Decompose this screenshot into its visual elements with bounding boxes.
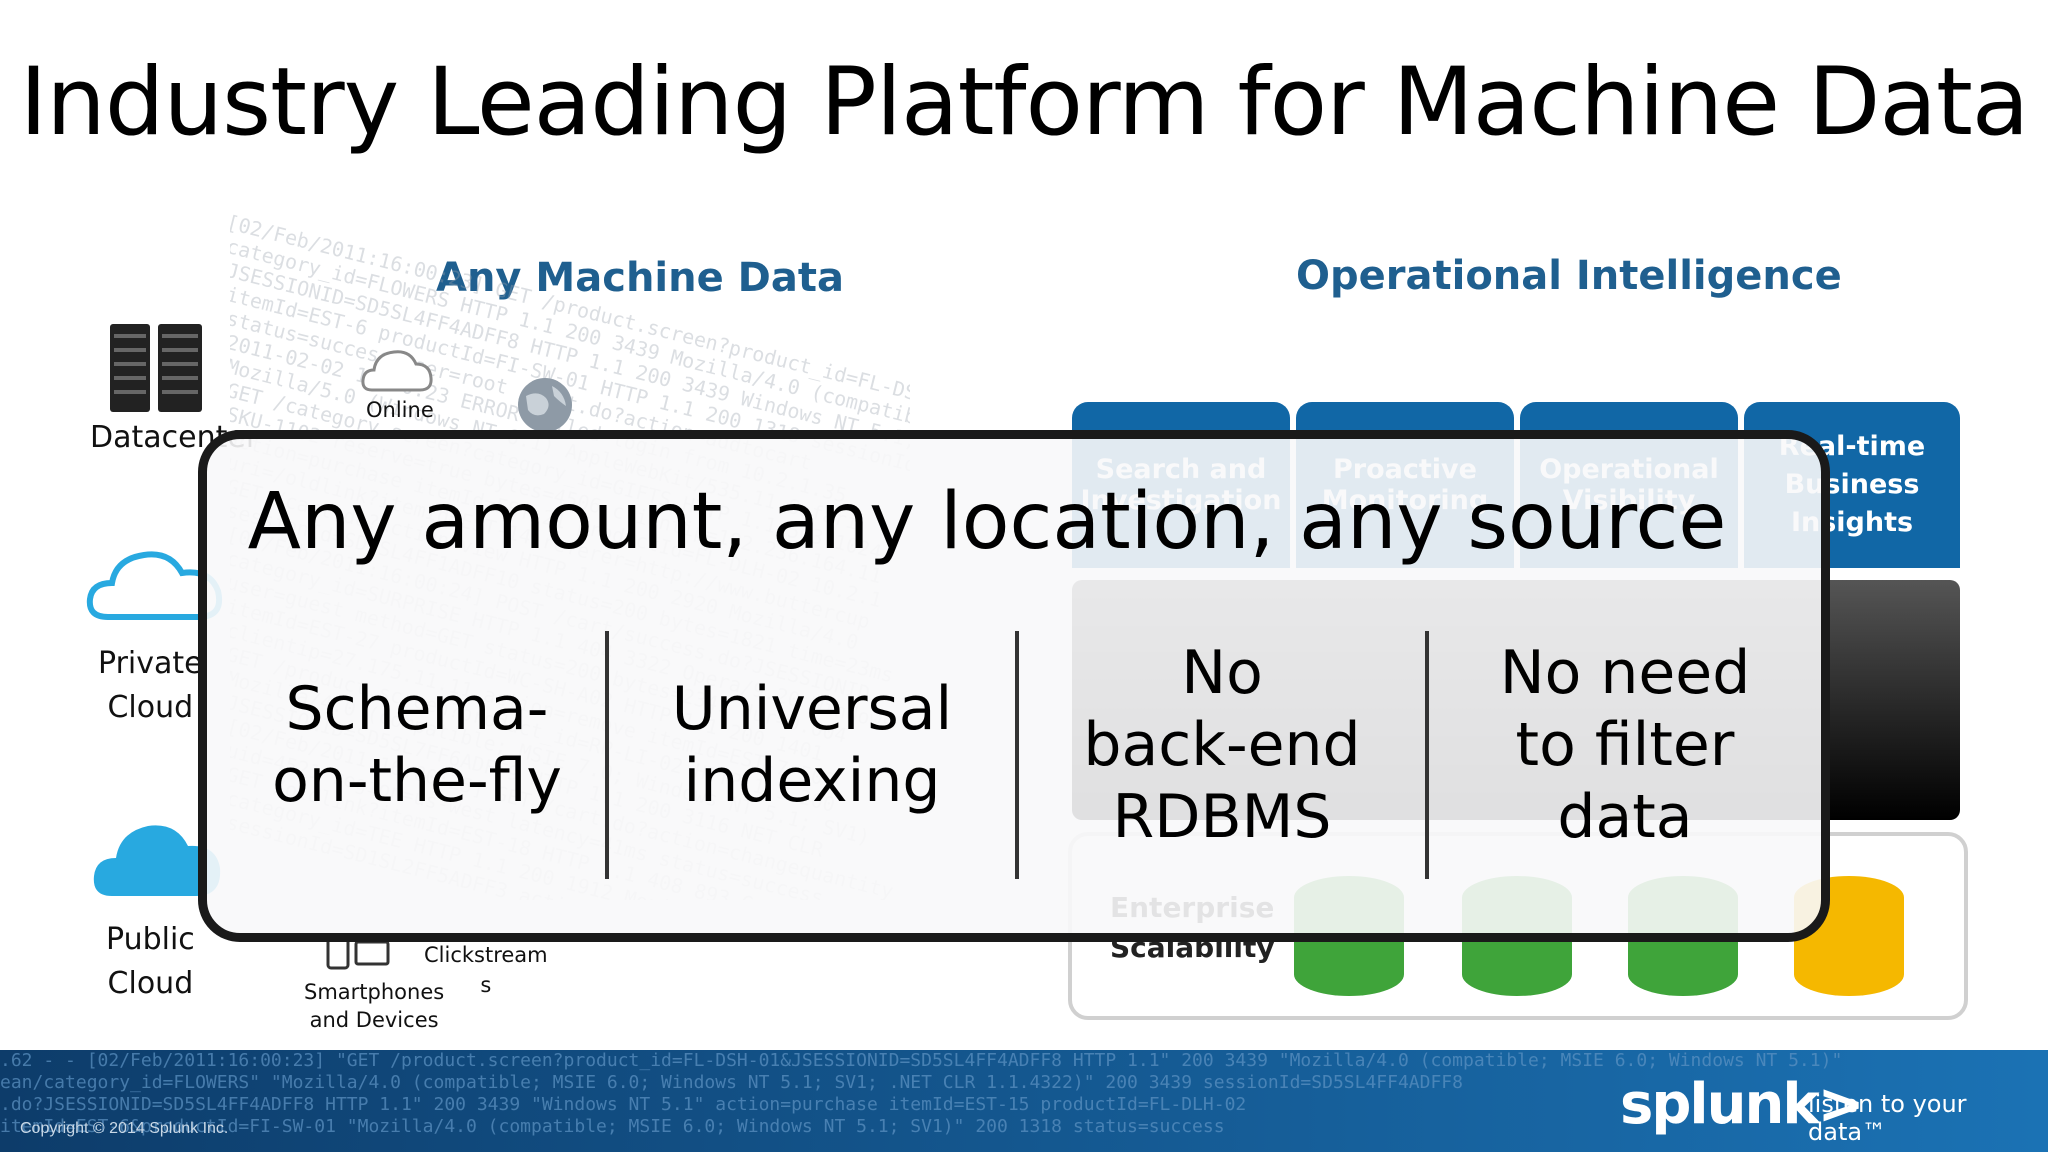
callout-divider-3 bbox=[1425, 631, 1429, 879]
datacenter-server-icon bbox=[110, 324, 202, 412]
clickstreams-label-line2: s bbox=[480, 973, 492, 997]
col-schema-line2: on-the-fly bbox=[272, 746, 562, 816]
private-cloud-label-line2: Cloud bbox=[107, 690, 194, 725]
public-cloud-label-line2: Cloud bbox=[107, 966, 194, 1001]
col-schema-line1: Schema- bbox=[285, 674, 549, 744]
online-cloud-icon bbox=[361, 350, 433, 392]
smartphones-label: Smartphones and Devices bbox=[304, 978, 444, 1034]
callout-divider-1 bbox=[605, 631, 609, 879]
callout-box: Any amount, any location, any source Sch… bbox=[198, 430, 1830, 942]
public-cloud-label-line1: Public bbox=[106, 922, 195, 957]
private-cloud-label-line1: Private bbox=[98, 646, 203, 681]
clickstreams-label-line1: Clickstream bbox=[424, 943, 548, 967]
copyright-text: Copyright © 2014 Splunk Inc. bbox=[20, 1120, 229, 1137]
public-cloud-label: Public Cloud bbox=[106, 918, 195, 1006]
footer-banner: .62 - - [02/Feb/2011:16:00:23] "GET /pro… bbox=[0, 1050, 2048, 1152]
col-rdbms-line2: back-end bbox=[1083, 710, 1361, 780]
callout-col-filter: No need to filter data bbox=[1435, 637, 1815, 853]
public-cloud-icon bbox=[93, 825, 221, 896]
col-filter-line2: to filter bbox=[1515, 710, 1735, 780]
smartphones-label-line1: Smartphones bbox=[304, 980, 445, 1004]
splunk-logo: splunk> bbox=[1620, 1072, 1865, 1137]
callout-divider-2 bbox=[1015, 631, 1019, 879]
col-filter-line1: No need bbox=[1499, 638, 1751, 708]
globe-icon bbox=[518, 378, 572, 432]
smartphones-label-line2: and Devices bbox=[309, 1008, 439, 1032]
col-rdbms-line1: No bbox=[1181, 638, 1263, 708]
slide-title: Industry Leading Platform for Machine Da… bbox=[19, 48, 2030, 157]
callout-headline: Any amount, any location, any source bbox=[247, 477, 1727, 567]
col-indexing-line1: Universal bbox=[671, 674, 953, 744]
col-rdbms-line3: RDBMS bbox=[1112, 782, 1332, 852]
online-label: Online bbox=[366, 398, 434, 422]
private-cloud-label: Private Cloud bbox=[98, 642, 203, 730]
callout-col-indexing: Universal indexing bbox=[617, 673, 1007, 817]
any-machine-data-heading: Any Machine Data bbox=[436, 255, 844, 301]
clickstreams-label: Clickstream s bbox=[424, 940, 548, 1000]
callout-col-rdbms: No back-end RDBMS bbox=[1027, 637, 1417, 853]
callout-col-schema: Schema- on-the-fly bbox=[237, 673, 597, 817]
col-filter-line3: data bbox=[1557, 782, 1693, 852]
col-indexing-line2: indexing bbox=[683, 746, 941, 816]
splunk-tagline: listen to your data™ bbox=[1808, 1090, 1967, 1146]
operational-intelligence-heading: Operational Intelligence bbox=[1296, 253, 1842, 299]
